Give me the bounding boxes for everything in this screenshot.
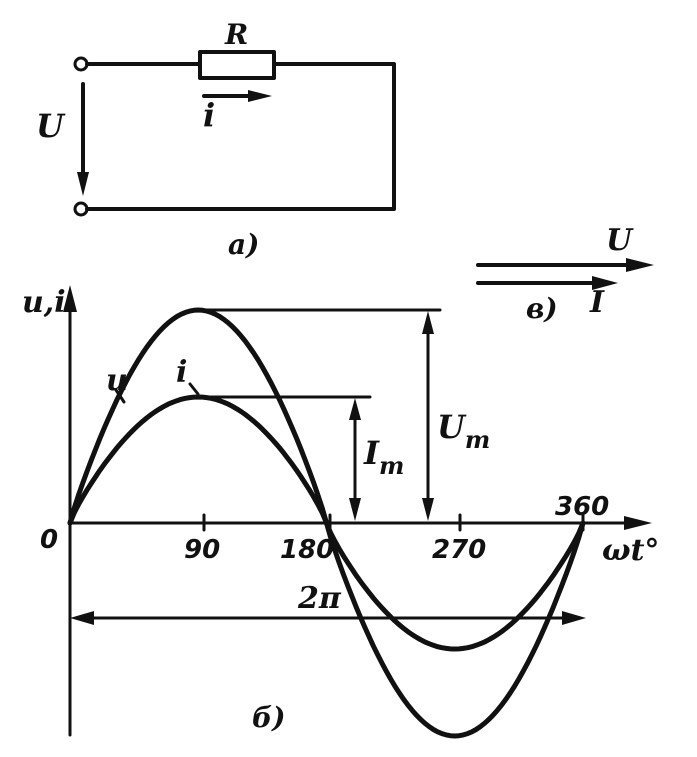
waveform-graph: u,i ωt° 0 90 180 270 360 u i Um Im 2π б) [22,285,659,739]
voltage-label-pointer [114,388,126,404]
x-ticks [202,513,585,532]
period-arrow-left [70,611,94,625]
current-phasor-label: I [589,285,605,320]
graph-caption: б) [252,701,285,734]
current-label: i [203,96,215,134]
x-axis-arrowhead [624,516,652,530]
current-amplitude-arrow-top [349,398,361,420]
resistor [198,50,276,80]
current-curve [67,394,586,652]
tick-270: 270 [432,535,486,565]
wire-loop [85,62,396,211]
current-phasor-head [592,276,618,290]
current-amplitude-arrow-bottom [349,498,361,521]
voltage-phasor-head [626,258,654,272]
tick-360: 360 [555,492,609,522]
period-arrow-right [562,611,586,625]
phasor-caption: в) [526,292,558,325]
voltage-amplitude-arrow-top [422,311,434,334]
period-label: 2π [297,581,342,616]
current-amplitude-label: Im [363,434,404,480]
x-axis-label: ωt° [602,533,659,568]
circuit-diagram: R i U а) [36,18,396,261]
voltage-amplitude-label: Um [437,408,490,454]
current-arrow-head [248,90,272,102]
resistor-label: R [224,18,248,51]
y-axis-arrowhead [63,285,77,312]
current-label-pointer [188,382,200,396]
voltage-phasor-label: U [606,223,634,258]
origin-label: 0 [40,525,58,555]
current-curve-label: i [176,355,187,390]
circuit-caption: а) [228,228,259,261]
tick-180: 180 [280,535,334,565]
voltage-label: U [36,107,66,145]
tick-90: 90 [184,535,220,565]
voltage-curve-label: u [106,363,128,398]
voltage-amplitude-arrow-bottom [422,498,434,521]
y-axis-label: u,i [22,285,66,320]
voltage-arrow-head [77,172,89,196]
phasor-diagram: U I в) [476,223,654,325]
